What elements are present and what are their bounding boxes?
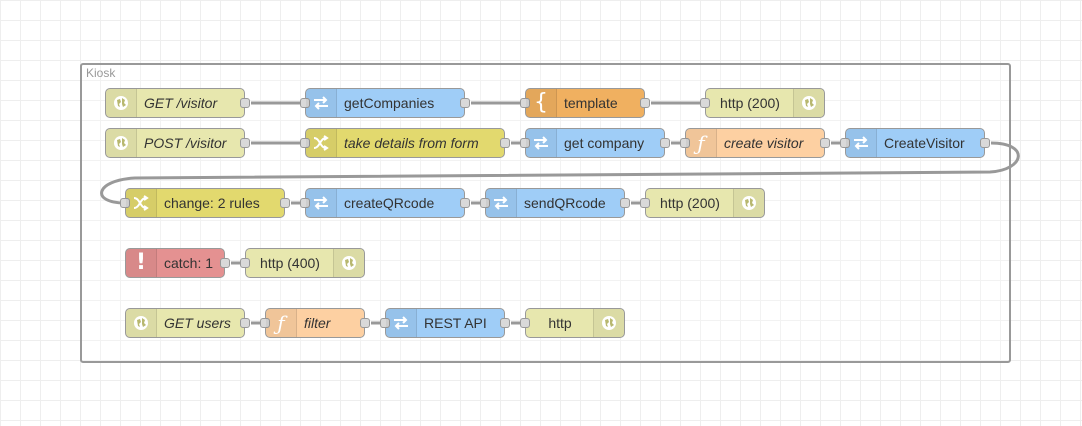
node-send-qrcode[interactable]: sendQRcode — [480, 188, 630, 218]
node-label: createQRcode — [344, 195, 435, 211]
output-port[interactable] — [280, 198, 290, 208]
input-port[interactable] — [700, 98, 710, 108]
arrows-swap-icon — [306, 189, 337, 217]
node-http-400[interactable]: http (400) — [240, 248, 365, 278]
node-get-visitor[interactable]: GET /visitor — [105, 88, 250, 118]
output-port[interactable] — [820, 138, 830, 148]
output-port[interactable] — [660, 138, 670, 148]
globe-icon — [793, 89, 824, 117]
node-label: http (200) — [660, 195, 720, 211]
node-label: http (200) — [720, 95, 780, 111]
exclamation-icon: ! — [126, 249, 157, 277]
input-port[interactable] — [520, 98, 530, 108]
node-catch[interactable]: ! catch: 1 — [125, 248, 230, 278]
function-icon: ƒ — [686, 129, 717, 157]
globe-icon — [126, 309, 157, 337]
node-label: POST /visitor — [144, 135, 227, 151]
node-template[interactable]: { template — [520, 88, 650, 118]
input-port[interactable] — [380, 318, 390, 328]
node-label: filter — [304, 315, 331, 331]
output-port[interactable] — [240, 98, 250, 108]
shuffle-icon — [306, 129, 337, 157]
output-port[interactable] — [220, 258, 230, 268]
node-label: change: 2 rules — [164, 195, 260, 211]
node-filter[interactable]: ƒ filter — [260, 308, 370, 338]
output-port[interactable] — [640, 98, 650, 108]
node-http-200-b[interactable]: http (200) — [640, 188, 765, 218]
input-port[interactable] — [680, 138, 690, 148]
input-port[interactable] — [480, 198, 490, 208]
node-label: catch: 1 — [164, 255, 214, 271]
input-port[interactable] — [260, 318, 270, 328]
node-create-visitor-request[interactable]: CreateVisitor — [840, 128, 990, 158]
input-port[interactable] — [300, 98, 310, 108]
output-port[interactable] — [240, 318, 250, 328]
node-change-rules[interactable]: change: 2 rules — [120, 188, 290, 218]
node-label: REST API — [424, 315, 487, 331]
output-port[interactable] — [500, 318, 510, 328]
node-label: sendQRcode — [524, 195, 606, 211]
node-label: create visitor — [724, 135, 804, 151]
node-get-users[interactable]: GET users — [125, 308, 250, 338]
output-port[interactable] — [980, 138, 990, 148]
globe-icon — [106, 129, 137, 157]
arrows-swap-icon — [526, 129, 557, 157]
input-port[interactable] — [300, 198, 310, 208]
node-label: template — [564, 95, 618, 111]
node-label: GET users — [164, 315, 231, 331]
node-get-companies[interactable]: getCompanies — [300, 88, 470, 118]
input-port[interactable] — [120, 198, 130, 208]
braces-icon: { — [526, 89, 557, 117]
globe-icon — [593, 309, 624, 337]
node-post-visitor[interactable]: POST /visitor — [105, 128, 250, 158]
arrows-swap-icon — [486, 189, 517, 217]
shuffle-icon — [126, 189, 157, 217]
globe-icon — [733, 189, 764, 217]
node-rest-api[interactable]: REST API — [380, 308, 510, 338]
node-take-details[interactable]: take details from form — [300, 128, 510, 158]
node-create-visitor[interactable]: ƒ create visitor — [680, 128, 830, 158]
input-port[interactable] — [840, 138, 850, 148]
input-port[interactable] — [520, 318, 530, 328]
output-port[interactable] — [460, 98, 470, 108]
input-port[interactable] — [520, 138, 530, 148]
input-port[interactable] — [240, 258, 250, 268]
node-get-company[interactable]: get company — [520, 128, 670, 158]
node-create-qrcode[interactable]: createQRcode — [300, 188, 470, 218]
node-label: http (400) — [260, 255, 320, 271]
node-http[interactable]: http — [520, 308, 625, 338]
group-label: Kiosk — [86, 66, 116, 80]
function-icon: ƒ — [266, 309, 297, 337]
output-port[interactable] — [460, 198, 470, 208]
node-http-200-a[interactable]: http (200) — [700, 88, 825, 118]
globe-icon — [333, 249, 364, 277]
output-port[interactable] — [360, 318, 370, 328]
arrows-swap-icon — [846, 129, 877, 157]
arrows-swap-icon — [386, 309, 417, 337]
input-port[interactable] — [640, 198, 650, 208]
output-port[interactable] — [240, 138, 250, 148]
node-label: take details from form — [344, 135, 479, 151]
output-port[interactable] — [500, 138, 510, 148]
globe-icon — [106, 89, 137, 117]
node-label: get company — [564, 135, 645, 151]
arrows-swap-icon — [306, 89, 337, 117]
node-label: getCompanies — [344, 95, 435, 111]
output-port[interactable] — [620, 198, 630, 208]
node-label: GET /visitor — [144, 95, 218, 111]
input-port[interactable] — [300, 138, 310, 148]
node-label: CreateVisitor — [884, 135, 965, 151]
node-label: http — [548, 315, 572, 331]
